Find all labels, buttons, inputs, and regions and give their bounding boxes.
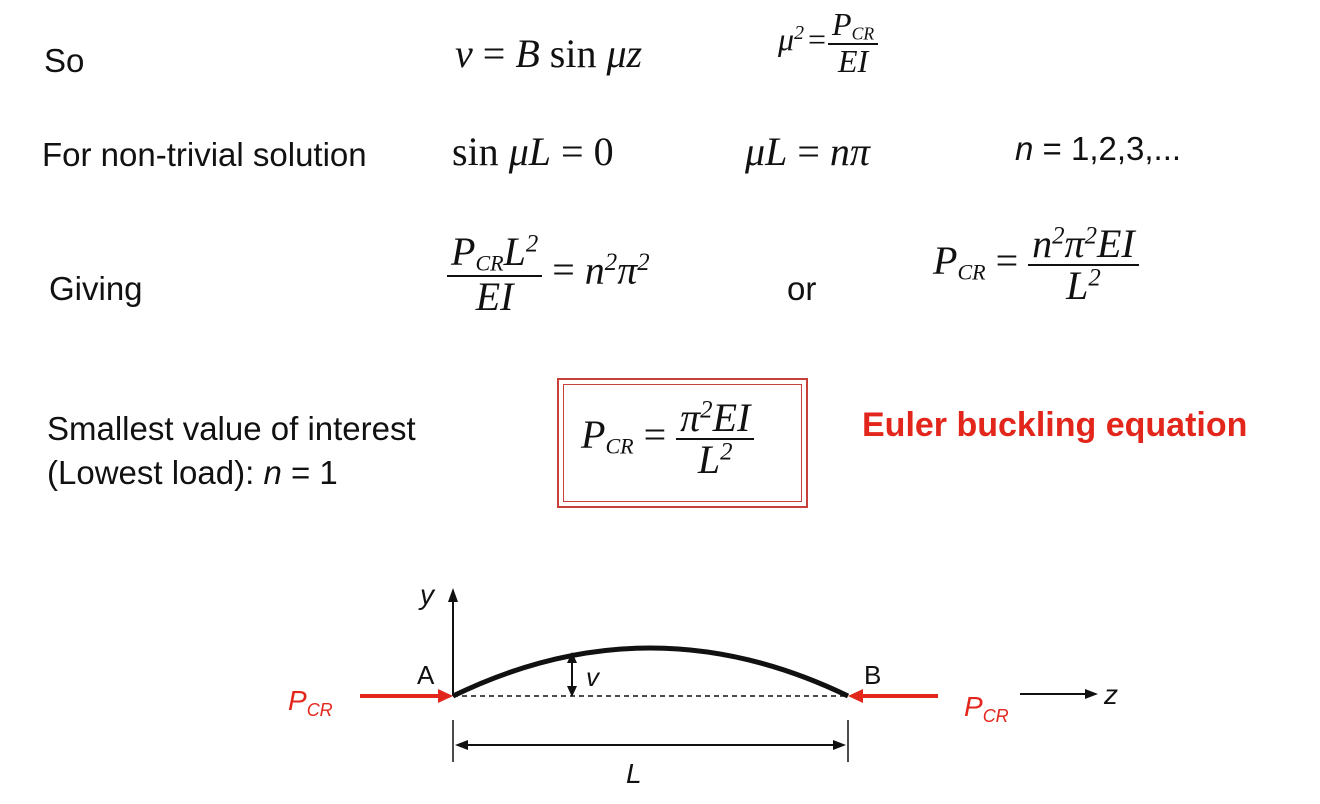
label-so: So xyxy=(44,42,85,79)
label-smallest-value: Smallest value of interest xyxy=(47,410,416,447)
label-lowest-load: (Lowest load): n = 1 xyxy=(47,454,338,491)
label-giving: Giving xyxy=(49,270,143,307)
deflection-arrow-head-bottom xyxy=(567,686,577,697)
n-range: n = 1,2,3,... xyxy=(1015,130,1182,167)
equation-mu-squared: μ2= PCR EI xyxy=(778,8,879,77)
euler-equation-box-inner xyxy=(563,384,802,502)
deflection-arrow-head-top xyxy=(567,652,577,663)
equation-pcr-l2-ei: PCRL2 EI =n2π2 xyxy=(447,231,650,317)
deflection-label: v xyxy=(586,662,601,692)
euler-buckling-label: Euler buckling equation xyxy=(862,406,1248,444)
left-load-arrow-head xyxy=(438,689,453,703)
y-axis-arrow xyxy=(448,588,458,602)
equation-pcr-general: PCR= n2π2EI L2 xyxy=(933,223,1139,306)
length-arrow-left xyxy=(455,740,468,750)
length-label: L xyxy=(626,758,642,789)
euler-equation-box: PCR= π2EI L2 xyxy=(557,378,808,508)
z-axis-label: z xyxy=(1103,679,1118,710)
equation-sin-mu-l: sin μL=0 xyxy=(452,129,614,174)
buckled-column xyxy=(451,645,850,699)
label-non-trivial: For non-trivial solution xyxy=(42,136,367,173)
length-arrow-right xyxy=(833,740,846,750)
point-b-label: B xyxy=(864,660,881,690)
right-load-label: PCR xyxy=(964,691,1009,726)
point-a-label: A xyxy=(417,660,435,690)
equation-v-b-sin: v=B sin μz xyxy=(455,31,643,76)
z-axis-arrow xyxy=(1085,689,1098,699)
y-axis-label: y xyxy=(418,579,436,610)
equation-mu-l-n-pi: μL=nπ xyxy=(745,129,870,174)
equation-euler: PCR= π2EI L2 xyxy=(581,397,755,480)
left-load-label: PCR xyxy=(288,685,333,720)
label-or: or xyxy=(787,270,817,307)
right-load-arrow-head xyxy=(848,689,863,703)
